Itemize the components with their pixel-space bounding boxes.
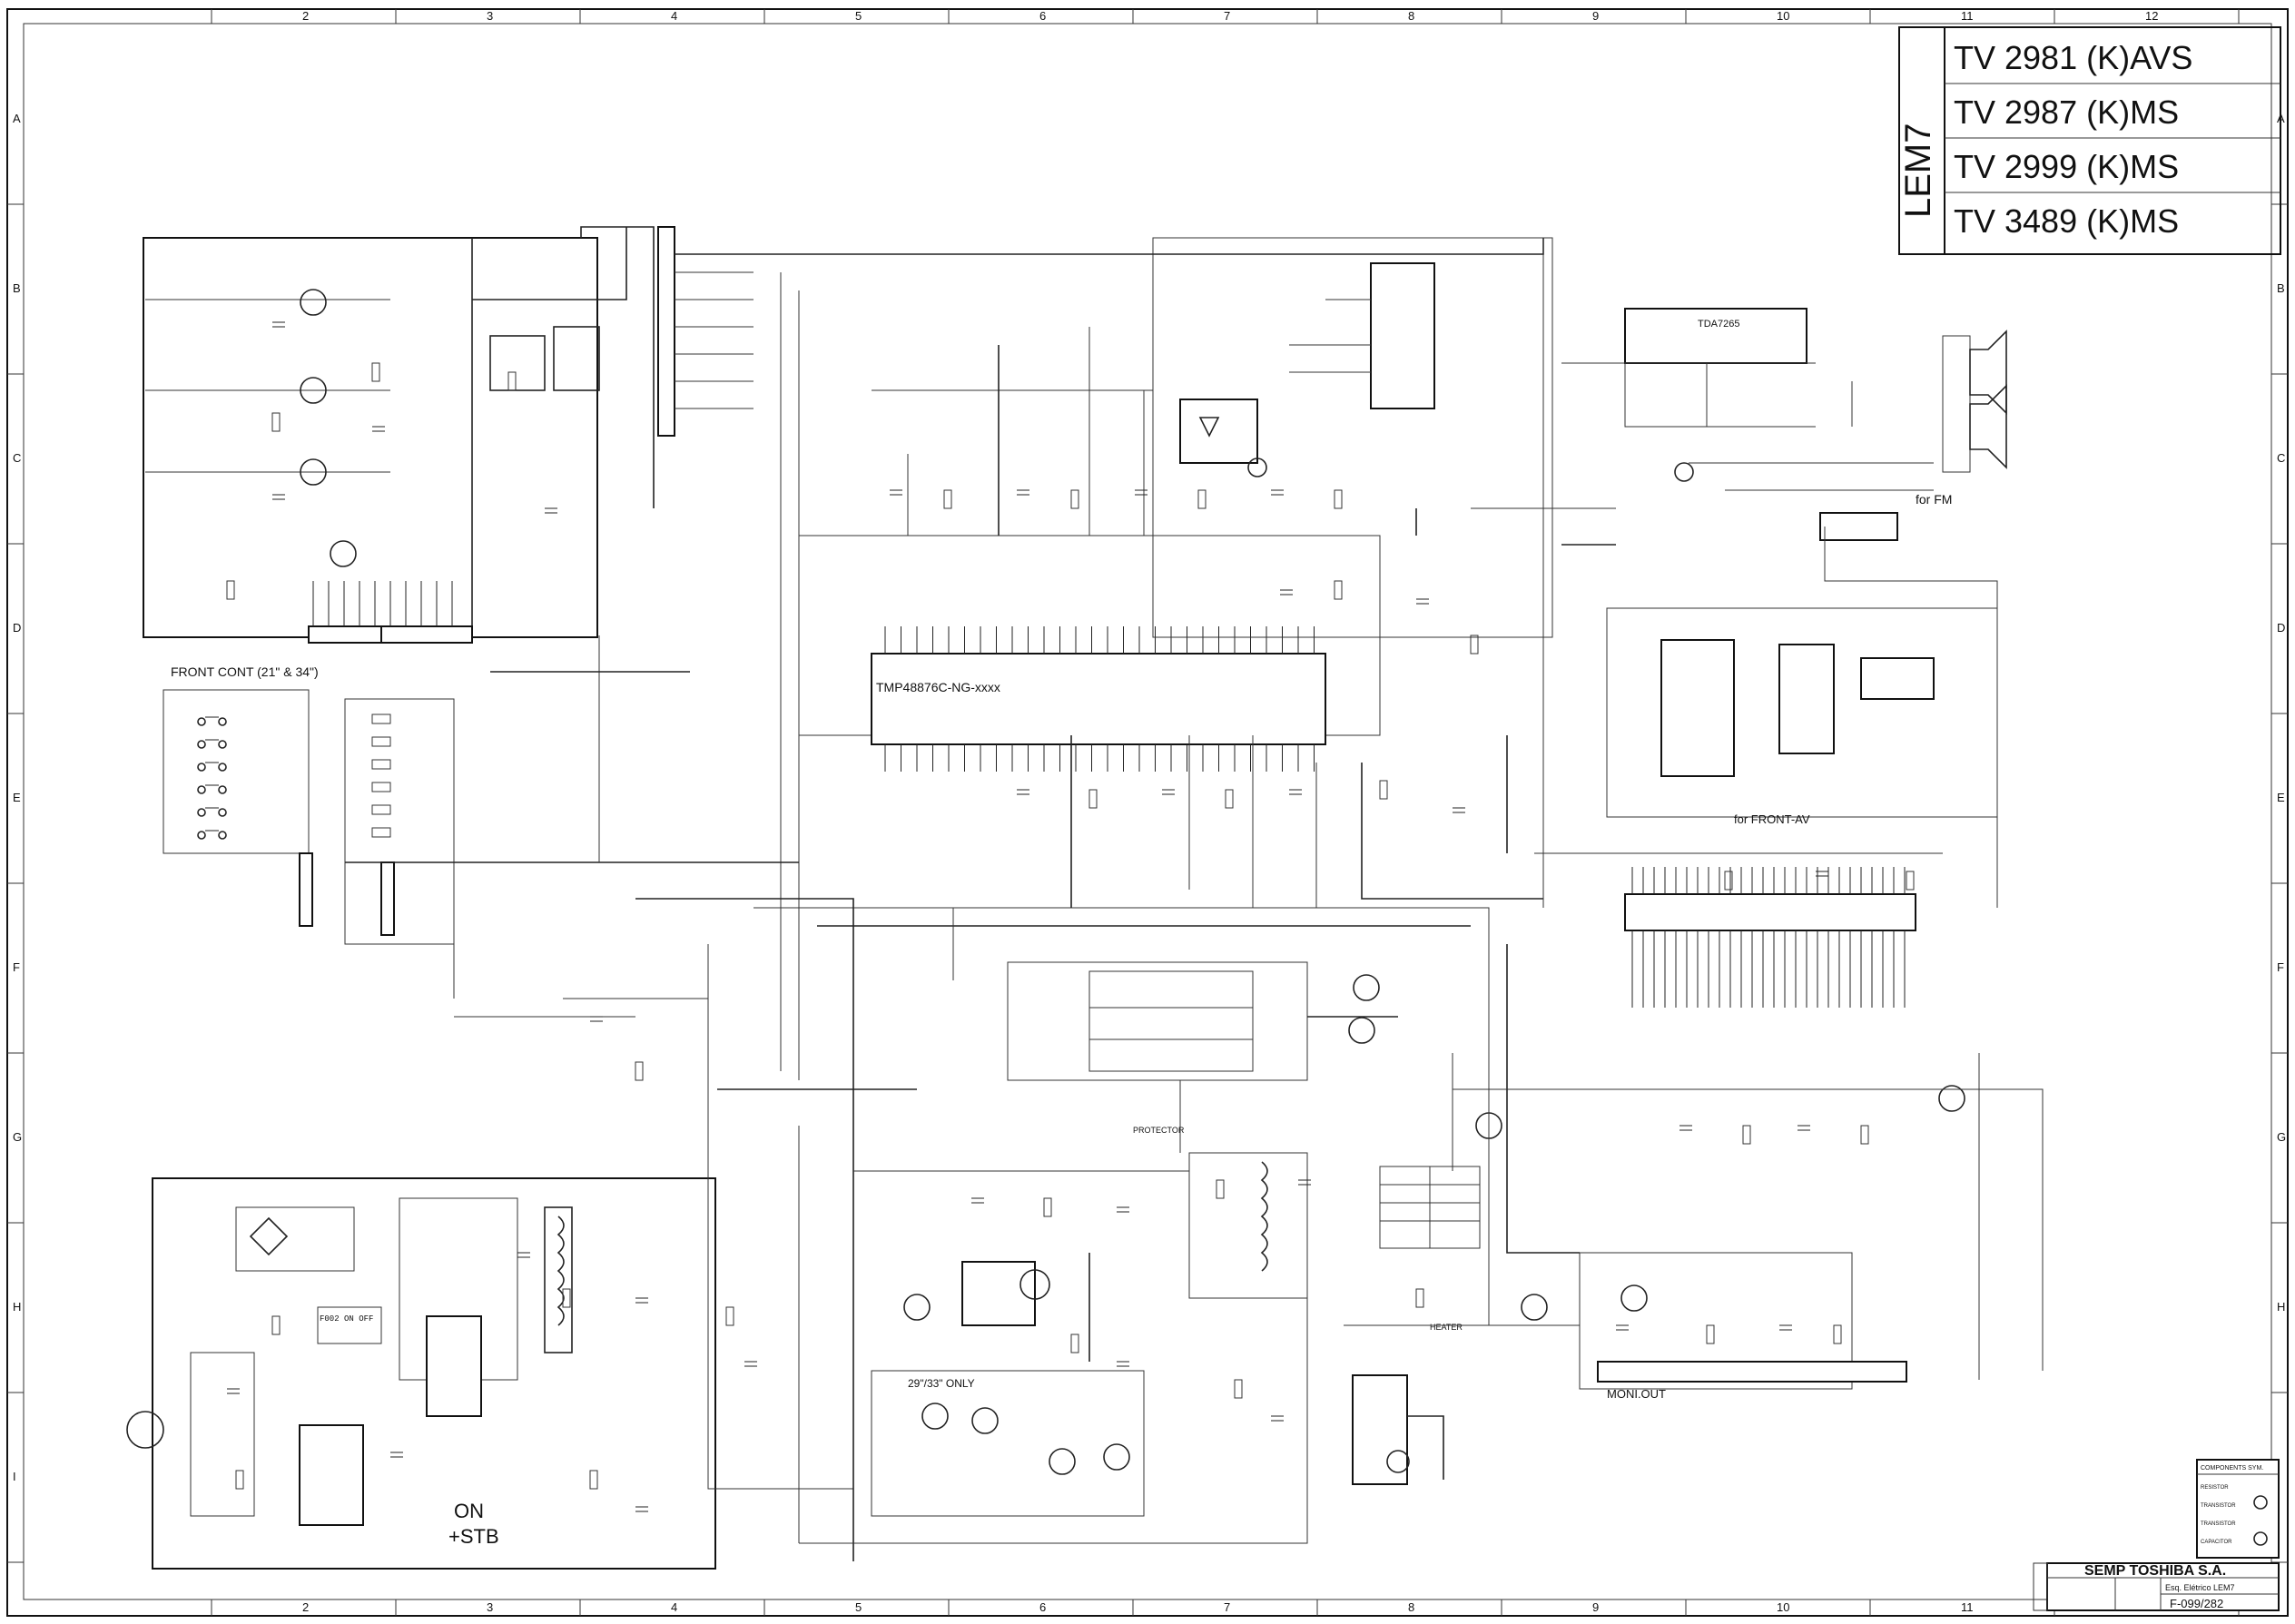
grid-column-3: 3: [487, 1600, 493, 1614]
deflection-section: PROTECTOR: [1007, 961, 1481, 1299]
grid-row-F: F: [2277, 960, 2284, 974]
legend-title: COMPONENTS SYM.: [2201, 1465, 2263, 1471]
grid-row-H: H: [2277, 1300, 2285, 1314]
grid-column-4: 4: [671, 1600, 677, 1614]
grid-row-D: D: [2277, 621, 2285, 635]
grid-row-C: C: [2277, 451, 2285, 465]
stb-label: +STB: [448, 1525, 499, 1548]
net-trace: [635, 898, 854, 1561]
grid-row-B: B: [13, 281, 21, 295]
for-front-av-label: for FRONT-AV: [1734, 812, 1810, 826]
grid-row-C: C: [13, 451, 21, 465]
protector-label: PROTECTOR: [1133, 1126, 1185, 1135]
wiring-nets: [345, 238, 2044, 1561]
heater-label: HEATER: [1430, 1323, 1463, 1332]
net-trace: [1506, 944, 1580, 1254]
grid-column-7: 7: [1224, 9, 1230, 23]
monitor-out-label: MONI.OUT: [1607, 1387, 1666, 1401]
model-line-3: TV 2999 (K)MS: [1954, 148, 2179, 185]
size-note-label: 29"/33" ONLY: [908, 1377, 975, 1390]
grid-column-11: 11: [1961, 9, 1974, 23]
grid-column-2: 2: [302, 1600, 309, 1614]
crt-connector-strip: [657, 226, 754, 437]
grid-row-B: B: [2277, 281, 2285, 295]
grid-column-11: 11: [1961, 1600, 1974, 1614]
front-control-block: FRONT CONT (21" & 34"): [163, 664, 455, 945]
net-trace: [799, 1298, 1308, 1544]
legend-row-transistor-2: TRANSISTOR: [2201, 1521, 2236, 1527]
grid-column-12: 12: [2145, 9, 2158, 23]
company-title-block: SEMP TOSHIBA S.A. Esq. Elétrico LEM7 F-0…: [2033, 1562, 2280, 1611]
grid-column-7: 7: [1224, 1600, 1230, 1614]
legend-row-resistor: RESISTOR: [2201, 1485, 2229, 1491]
tuner-section: [1152, 237, 1553, 638]
main-micro-ic: TMP48876C-NG-xxxx: [798, 535, 1381, 772]
components-legend: COMPONENTS SYM. RESISTOR TRANSISTOR TRAN…: [2196, 1459, 2280, 1559]
audio-ic-label: TDA7265: [1698, 319, 1739, 330]
grid-column-10: 10: [1777, 1600, 1789, 1614]
legend-row-capacitor: CAPACITOR: [2201, 1540, 2232, 1545]
model-line-4: TV 3489 (K)MS: [1954, 202, 2179, 240]
grid-column-8: 8: [1408, 9, 1414, 23]
grid-row-F: F: [13, 960, 20, 974]
legend-row-transistor-1: TRANSISTOR: [2201, 1503, 2236, 1509]
company-name: SEMP TOSHIBA S.A.: [2084, 1563, 2226, 1579]
grid-column-labels-top: 2345678910111213: [211, 9, 2240, 24]
grid-row-E: E: [13, 791, 21, 804]
grid-column-2: 2: [302, 9, 309, 23]
grid-column-8: 8: [1408, 1600, 1414, 1614]
grid-row-I: I: [13, 1470, 16, 1483]
net-trace: [1361, 763, 1543, 900]
signal-processor-ic: [1624, 867, 1916, 1008]
grid-row-G: G: [2277, 1130, 2286, 1144]
grid-column-labels-bottom: 2345678910111213: [211, 1599, 2240, 1616]
drawing-title: Esq. Elétrico LEM7: [2165, 1583, 2235, 1592]
vertical-output-section: 29"/33" ONLY: [871, 1261, 1145, 1517]
power-supply-block: F002 ON OFF ON +STB: [126, 1177, 716, 1570]
front-control-title: FRONT CONT (21" & 34"): [171, 664, 319, 679]
grid-column-10: 10: [1777, 9, 1789, 23]
model-title-box: LEM7 TV 2981 (K)AVS TV 2987 (K)MS TV 299…: [1898, 26, 2281, 255]
grid-row-G: G: [13, 1130, 22, 1144]
grid-column-5: 5: [855, 1600, 862, 1614]
net-trace: [707, 944, 853, 1490]
component-annotations: [226, 321, 1915, 1512]
grid-column-9: 9: [1592, 9, 1599, 23]
grid-column-5: 5: [855, 9, 862, 23]
grid-row-H: H: [13, 1300, 21, 1314]
drawing-number: F-099/282: [2170, 1597, 2223, 1610]
grid-row-labels-left: A B C D E F G H I: [7, 112, 24, 1563]
fm-front-av-section: for FM for FRONT-AV: [1606, 492, 1998, 826]
net-trace: [1824, 527, 1998, 908]
grid-column-4: 4: [671, 9, 677, 23]
grid-row-A: A: [13, 112, 21, 125]
net-trace: [675, 238, 1544, 255]
video-output-block: [143, 226, 655, 644]
main-ic-label: TMP48876C-NG-xxxx: [876, 680, 1000, 694]
grid-column-3: 3: [487, 9, 493, 23]
grid-row-D: D: [13, 621, 21, 635]
monitor-out-section: MONI.OUT: [1348, 974, 1965, 1401]
grid-column-9: 9: [1592, 1600, 1599, 1614]
grid-column-6: 6: [1039, 1600, 1046, 1614]
model-line-2: TV 2987 (K)MS: [1954, 94, 2179, 131]
svg-text:F002 ON OFF: F002 ON OFF: [320, 1314, 373, 1324]
for-fm-label: for FM: [1916, 492, 1952, 507]
audio-section: TDA7265: [1624, 308, 2007, 491]
on-stby-label: ON: [454, 1500, 484, 1522]
model-line-1: TV 2981 (K)AVS: [1954, 39, 2192, 76]
grid-row-E: E: [2277, 791, 2285, 804]
chassis-label: LEM7: [1898, 123, 1938, 219]
net-trace: [754, 907, 1490, 1325]
net-trace: [1453, 1088, 2044, 1371]
grid-column-6: 6: [1039, 9, 1046, 23]
heater-section: HEATER: [1352, 1323, 1463, 1485]
sheet-frame: [6, 8, 2289, 1617]
